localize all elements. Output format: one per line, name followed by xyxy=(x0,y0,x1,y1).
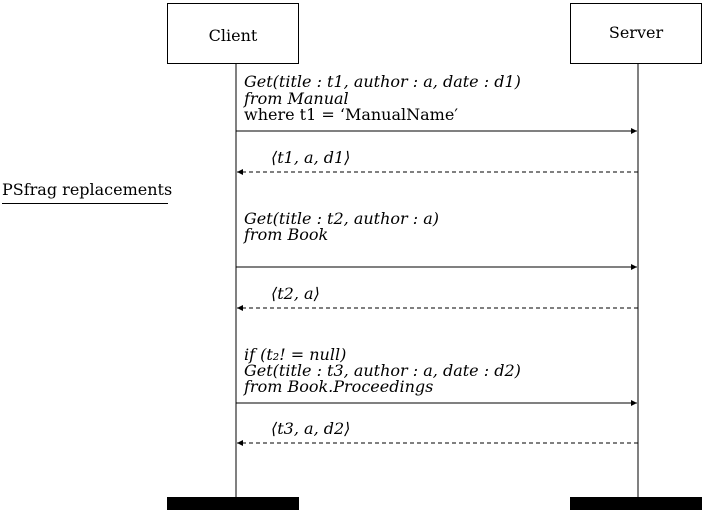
server-label: Server xyxy=(608,23,664,42)
request-1-line-1: Get(title : t1, author : a, date : d1) xyxy=(244,72,521,91)
request-2-line-1: Get(title : t2, author : a) xyxy=(244,209,440,228)
request-3-line-1: if (t₂! = null) xyxy=(244,345,347,364)
response-3-label: ⟨t3, a, d2⟩ xyxy=(271,419,351,438)
request-3-line-2: Get(title : t3, author : a, date : d2) xyxy=(244,361,521,380)
client-box: Client xyxy=(167,3,299,64)
side-label: PSfrag replacements xyxy=(2,180,173,199)
request-2-line-2: from Book xyxy=(244,225,329,244)
side-label-underline xyxy=(2,203,168,204)
client-label: Client xyxy=(208,26,258,45)
response-2-label: ⟨t2, a⟩ xyxy=(271,284,320,303)
response-1-label: ⟨t1, a, d1⟩ xyxy=(271,148,351,167)
server-end-bar xyxy=(570,497,702,510)
client-end-bar xyxy=(167,497,299,510)
request-1-line-3: where t1 = ‘ManualName′ xyxy=(244,105,458,124)
server-box: Server xyxy=(570,3,702,64)
request-3-line-3: from Book.Proceedings xyxy=(244,377,434,396)
request-1-line-2: from Manual xyxy=(244,89,349,108)
